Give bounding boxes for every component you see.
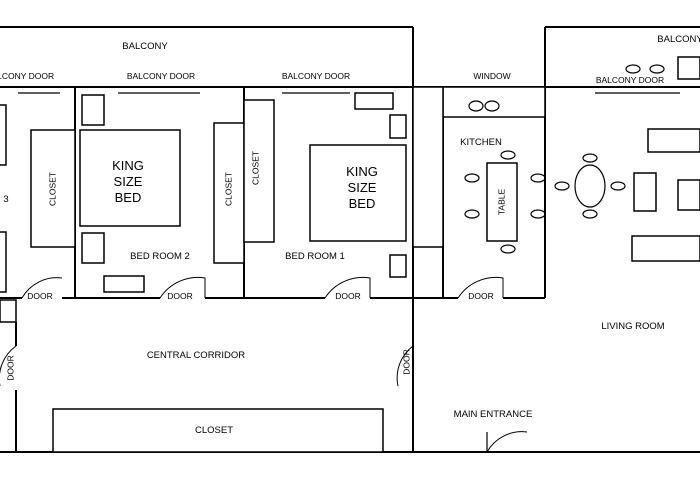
central-corridor-label: CENTRAL CORRIDOR — [147, 350, 245, 361]
door-arcs — [0, 276, 528, 453]
balcony-right-label: BALCONY — [657, 34, 700, 45]
door-label-3: DOOR — [335, 291, 361, 301]
king-bed-2-line2: SIZE — [114, 174, 143, 189]
door-label-4: DOOR — [468, 291, 494, 301]
window-label: WINDOW — [473, 71, 510, 81]
door-right-vertical-label: DOOR — [401, 349, 411, 375]
balcony-door-label-4: BALCONY DOOR — [596, 75, 664, 85]
balcony-door-label-3: BALCONY DOOR — [282, 71, 350, 81]
king-bed-2-line3: BED — [115, 190, 142, 205]
bed-room-1-label: BED ROOM 1 — [285, 251, 345, 262]
king-bed-1-line2: SIZE — [348, 180, 377, 195]
closet-br1-label: CLOSET — [250, 151, 260, 185]
bed-room-3-partial-label: 3 — [3, 194, 8, 205]
closet-br2-label: CLOSET — [223, 172, 233, 206]
kitchen-label: KITCHEN — [460, 137, 502, 148]
living-room-label: LIVING ROOM — [601, 321, 664, 332]
balcony-wall — [0, 86, 700, 94]
balcony-door-label-1: BALCONY DOOR — [0, 71, 54, 81]
furniture — [0, 56, 700, 453]
king-bed-2-line1: KING — [112, 158, 144, 173]
balcony-left-label: BALCONY — [122, 41, 168, 52]
door-label-2: DOOR — [167, 291, 193, 301]
table-label: TABLE — [496, 189, 506, 216]
balcony-door-label-2: BALCONY DOOR — [127, 71, 195, 81]
main-entrance-label: MAIN ENTRANCE — [454, 409, 533, 420]
door-left-vertical-label: DOOR — [5, 355, 15, 381]
king-bed-1-line3: BED — [349, 196, 376, 211]
bed-room-2-label: BED ROOM 2 — [130, 251, 190, 262]
closet-corridor-label: CLOSET — [195, 425, 233, 436]
king-bed-1-line1: KING — [346, 164, 378, 179]
closet-br3-label: CLOSET — [47, 172, 57, 206]
door-label-1: DOOR — [27, 291, 53, 301]
